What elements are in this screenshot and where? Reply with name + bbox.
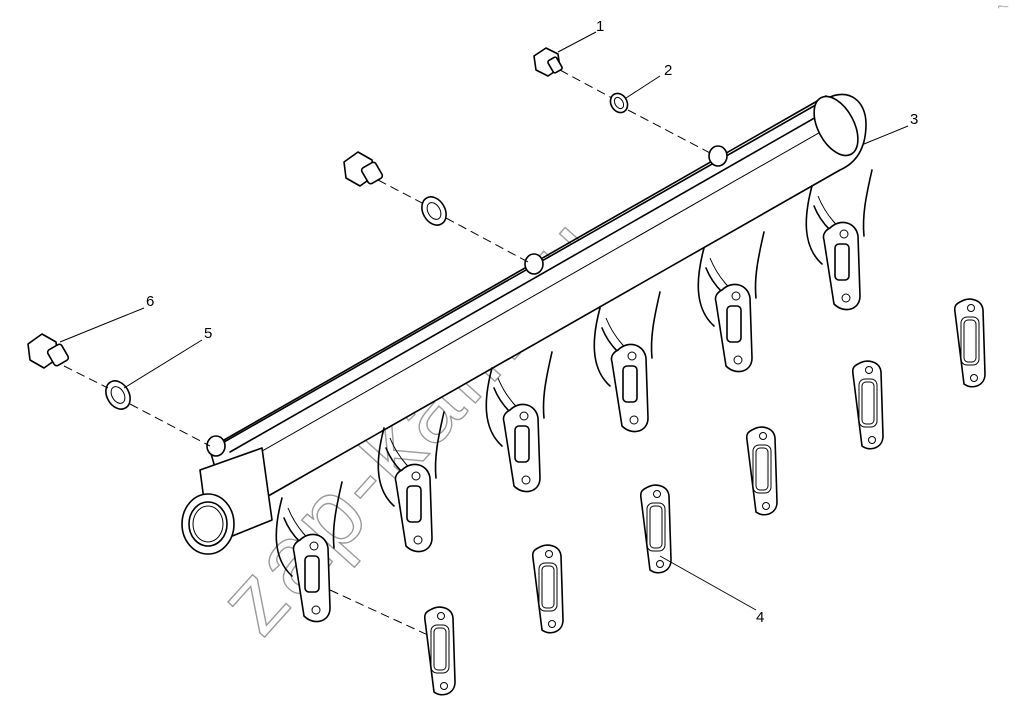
plug-middle	[343, 151, 384, 187]
manifold	[181, 93, 873, 623]
washer-middle	[421, 196, 447, 226]
callout-6: 6	[146, 293, 154, 310]
washer-2	[609, 92, 629, 114]
washer-5	[105, 380, 131, 410]
leader-lines	[59, 31, 909, 611]
corner-mark: ⌐–	[998, 1, 1008, 11]
plug-1	[533, 47, 563, 77]
plug-6	[27, 333, 70, 369]
callout-4: 4	[756, 609, 764, 626]
assembly-lines	[63, 69, 713, 637]
callout-3: 3	[910, 111, 918, 128]
callout-1: 1	[596, 18, 604, 35]
callout-2: 2	[664, 62, 672, 79]
callouts: 1 2 3 4 5 6	[146, 18, 918, 626]
callout-5: 5	[204, 325, 212, 342]
